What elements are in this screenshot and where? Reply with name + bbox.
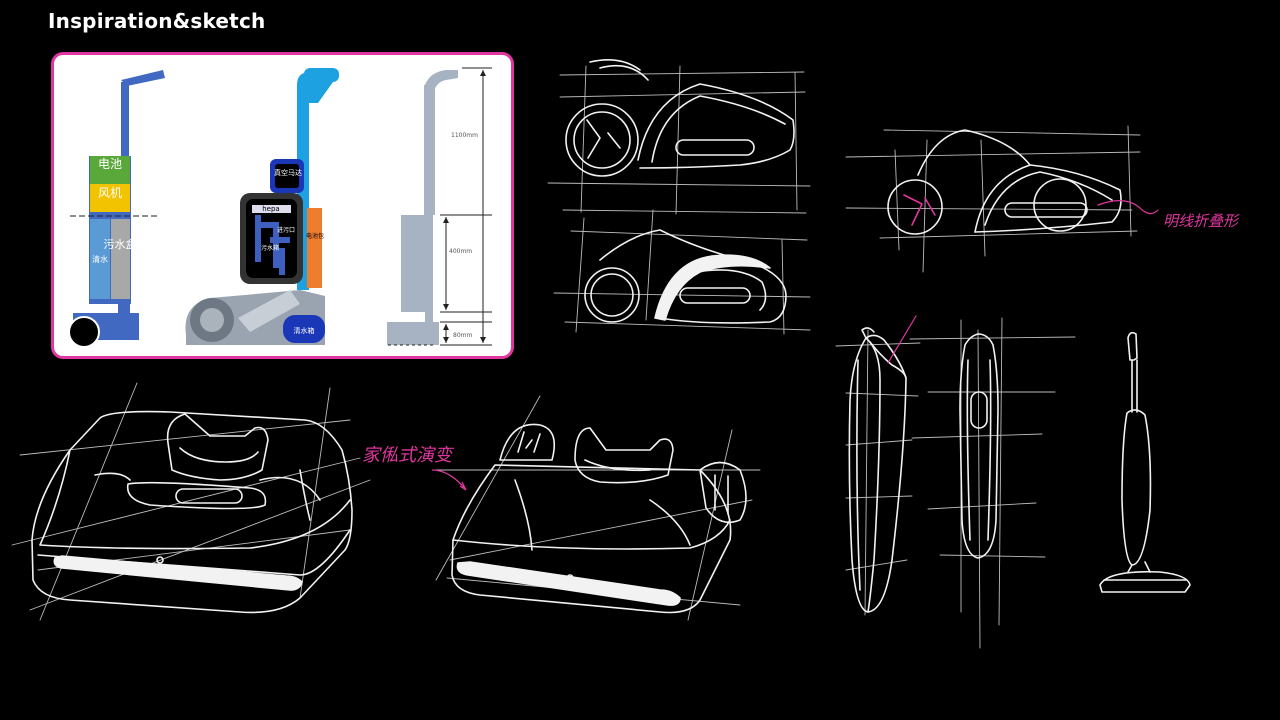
stick-vacuum-sketch	[1099, 331, 1191, 593]
right-base	[387, 322, 439, 345]
right-neck	[425, 312, 433, 322]
clean-tank-label: 清水箱	[294, 326, 315, 335]
left-wheel	[68, 316, 100, 348]
dim-body-label: 400mm	[449, 248, 472, 255]
right-pole	[424, 85, 435, 215]
clean-water-block	[90, 219, 110, 299]
side-view-sketch-a	[547, 59, 811, 215]
brush-roller-hub	[200, 308, 224, 332]
side-view-sketch-c	[845, 125, 1141, 273]
dimension-diagram-right: 1100mm 400mm 80mm	[386, 67, 492, 346]
vacuum-motor-label: 真空马达	[274, 168, 302, 177]
hepa-filter	[252, 205, 291, 213]
middle-handle-grip	[304, 68, 339, 82]
suction-pipe	[238, 290, 300, 332]
fold-note-arrow	[1097, 200, 1159, 215]
left-handle-pole	[121, 82, 129, 158]
battery-label: 电池	[98, 157, 122, 171]
left-handle-grip	[121, 70, 165, 86]
furniture-note-arrow	[431, 469, 467, 491]
clean-tank-block	[283, 315, 325, 343]
dim-total-label: 1100mm	[451, 132, 478, 139]
slide-title: Inspiration&sketch	[48, 9, 266, 33]
side-view-sketch-b	[553, 209, 811, 335]
upright-side-sketch	[909, 317, 1076, 649]
clean-water-label: 清水	[92, 254, 108, 264]
furniture-note-label: 家俬式演变	[362, 445, 455, 466]
battery-block	[90, 156, 130, 184]
layout-diagram-left: 电池 风机 清水 污水盒	[68, 70, 165, 348]
dirty-inlet-label: 进污口	[277, 226, 295, 234]
dim-base-label: 80mm	[453, 332, 472, 339]
right-body	[401, 215, 433, 312]
dirty-tank-label: 污水箱	[261, 244, 279, 252]
battery-pack-block	[307, 208, 322, 288]
front-perspective-sketch-b	[435, 395, 761, 621]
fold-note-label: 明线折叠形	[1163, 212, 1240, 230]
tank-internal-pipes	[255, 215, 290, 275]
fan-label: 风机	[98, 186, 122, 200]
vacuum-motor-inner	[275, 164, 299, 188]
hepa-label: hepa	[262, 205, 279, 213]
front-perspective-sketch-a	[11, 382, 371, 621]
component-diagram-middle: 真空马达 hepa 进污口 污水箱 电池包 清水箱	[185, 68, 339, 345]
pointer-arrow-pink	[887, 315, 917, 364]
dirty-box-label: 污水盒	[104, 237, 137, 251]
dirty-box-block	[111, 219, 130, 299]
fan-block	[90, 184, 130, 212]
left-neck	[118, 300, 130, 316]
middle-handle	[297, 72, 335, 290]
dimension-arrowheads	[443, 70, 486, 343]
battery-pack-label: 电池包	[306, 232, 324, 240]
